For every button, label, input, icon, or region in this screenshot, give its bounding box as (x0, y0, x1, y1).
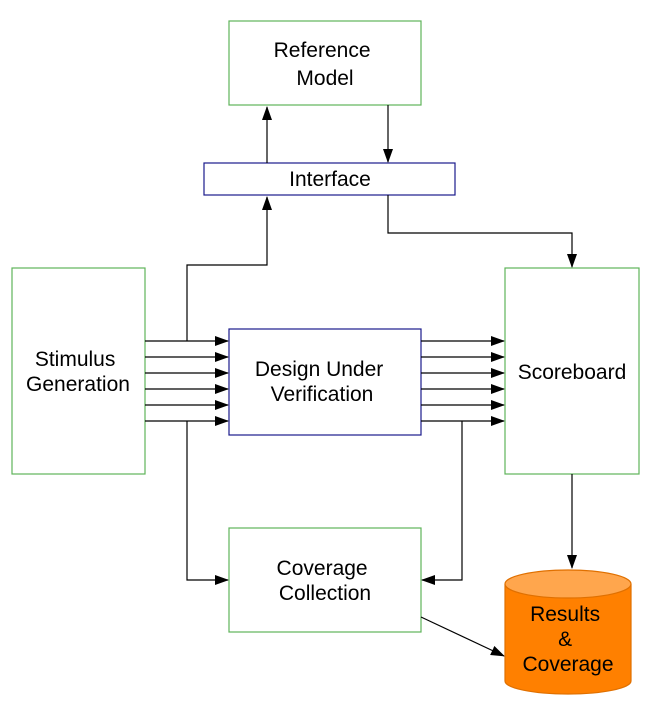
node-stimulus-generation-label-line2: Generation (26, 373, 130, 396)
node-design-under-verification-label-line1: Design Under (255, 358, 383, 381)
node-coverage-collection: Coverage Collection (228, 527, 422, 633)
database-cylinder-body (504, 584, 632, 695)
svg-text:Coverage Collection: Coverage Collection (277, 557, 374, 605)
node-design-under-verification-label-line2: Verification (271, 383, 374, 406)
edge-group-stimulus-to-duv (145, 336, 229, 426)
node-scoreboard-label: Scoreboard (518, 361, 627, 384)
node-coverage-collection-label-line2: Collection (279, 582, 371, 605)
node-coverage-collection-label-line1: Coverage (277, 557, 368, 580)
edge-interface-to-scoreboard (387, 195, 577, 268)
node-scoreboard-box (504, 267, 640, 475)
node-reference-model-label-line1: Reference (274, 39, 371, 62)
database-cylinder-top (504, 569, 632, 599)
svg-text:Results & Coverage: Results & Coverage (522, 603, 613, 676)
node-stimulus-generation-label-line1: Stimulus (35, 348, 116, 371)
edge-duv-to-coverage (421, 421, 463, 585)
edge-stimulus-to-coverage (186, 421, 229, 585)
edge-coverage-to-results (420, 616, 505, 657)
node-results-coverage-label-line3: Coverage (522, 653, 613, 676)
node-results-coverage-database: Results & Coverage (504, 569, 632, 695)
node-scoreboard: Scoreboard (504, 267, 640, 475)
edge-stimulus-to-interface (186, 196, 272, 341)
node-reference-model-label-line2: Model (296, 67, 353, 90)
svg-text:Design Under Verificatio: Design Under Verification (255, 358, 389, 406)
node-coverage-collection-box (228, 527, 422, 633)
node-stimulus-generation-box (11, 267, 146, 475)
node-interface: Interface (203, 162, 456, 196)
node-design-under-verification: Design Under Verification (228, 328, 422, 436)
node-reference-model-box (228, 20, 422, 106)
node-design-under-verification-box (228, 328, 422, 436)
svg-text:Stimulus Generation: Stimulus Generation (26, 348, 130, 396)
svg-text:Interface: Interface (289, 168, 371, 191)
node-interface-label: Interface (289, 168, 371, 191)
edge-group-duv-to-scoreboard (421, 336, 505, 426)
node-interface-box (203, 162, 456, 196)
node-results-coverage-label-line2: & (558, 628, 572, 651)
node-reference-model: Reference Model (228, 20, 422, 106)
svg-text:Reference Model: Reference Model (274, 39, 377, 90)
node-stimulus-generation: Stimulus Generation (11, 267, 146, 475)
node-results-coverage-label-line1: Results (530, 603, 600, 626)
svg-text:Scoreboard: Scoreboard (518, 361, 627, 384)
